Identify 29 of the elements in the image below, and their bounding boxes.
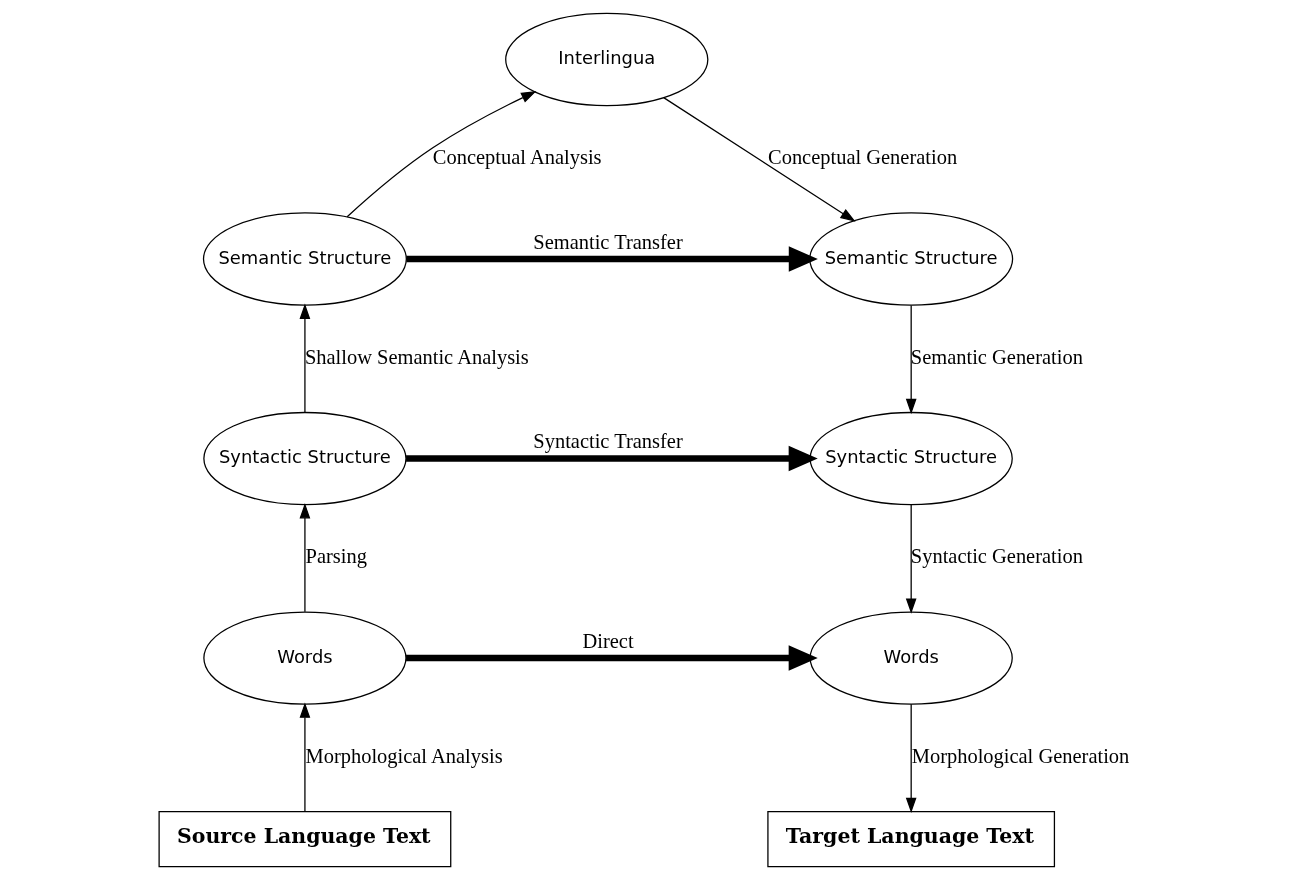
node-box: Source Language Text: [158, 810, 452, 868]
arrow: [905, 304, 917, 415]
arrow: [406, 246, 818, 272]
arrow: [299, 702, 311, 812]
edge-label: Conceptual Analysis: [432, 146, 602, 169]
edge-label: Syntactic Transfer: [533, 430, 683, 453]
arrow: [905, 703, 917, 813]
edge-label: Parsing: [305, 545, 367, 568]
node-box: Target Language Text: [767, 810, 1056, 868]
arrow: [299, 303, 311, 413]
edge-label: Direct: [582, 629, 634, 652]
edge-label: Semantic Transfer: [533, 230, 683, 253]
arrow: [346, 91, 537, 218]
node-ellipse: Syntactic Structure: [809, 411, 1013, 506]
edge-label: Conceptual Generation: [768, 146, 958, 169]
arrow: [299, 503, 311, 613]
node-ellipse: Semantic Structure: [809, 212, 1014, 306]
node-ellipse: Words: [203, 611, 407, 705]
arrow: [663, 96, 856, 222]
edge-label: Semantic Generation: [910, 345, 1083, 368]
node-ellipse: Semantic Structure: [202, 212, 407, 306]
node-ellipse: Words: [809, 611, 1013, 705]
arrow: [905, 504, 917, 614]
node-ellipse: Interlingua: [505, 12, 709, 107]
edge-label: Morphological Generation: [911, 744, 1130, 767]
edge-label: Shallow Semantic Analysis: [304, 345, 529, 368]
edge-label: Morphological Analysis: [305, 744, 503, 767]
node-ellipse: Syntactic Structure: [203, 411, 407, 506]
edge-label: Syntactic Generation: [910, 545, 1083, 568]
